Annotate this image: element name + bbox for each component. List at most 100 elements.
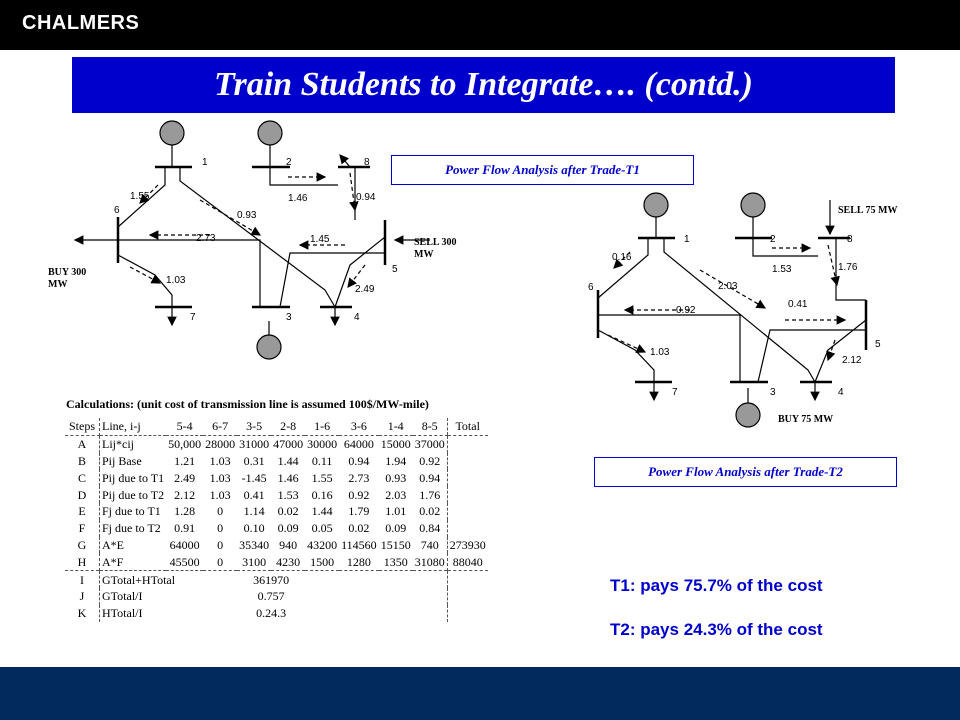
empty-cell (339, 570, 448, 588)
value-cell: 2.49 (174, 470, 196, 485)
bus-label: 5 (875, 339, 881, 350)
column-header: 1-6 (305, 418, 340, 436)
value-cell: 0 (217, 521, 224, 536)
value-cell: 0 (217, 554, 224, 569)
caption-trade-t1: Power Flow Analysis after Trade-T1 (391, 155, 694, 185)
bus-label: 3 (770, 387, 776, 398)
column-header: 1-4 (378, 418, 413, 436)
flow-value: 1.45 (310, 234, 330, 245)
value-cell: -1.45 (241, 470, 267, 485)
value-cell: 1500 (310, 554, 335, 569)
header-bar: CHALMERS (0, 0, 960, 50)
flow-value: 1.55 (130, 191, 150, 202)
bus-label: 6 (588, 282, 594, 293)
sell-label: SELL 300 (414, 237, 457, 248)
value-cell: 0.94 (348, 453, 370, 468)
value-cell: 35340 (239, 537, 270, 552)
generator-1-icon (643, 192, 669, 218)
value-cell: 1.03 (209, 470, 231, 485)
value-cell: 2.12 (174, 487, 196, 502)
column-header: 3-5 (237, 418, 272, 436)
slide-title-box: Train Students to Integrate…. (contd.) (72, 57, 895, 113)
value-cell: 2.03 (385, 487, 407, 502)
buy-label: BUY 75 MW (778, 414, 833, 425)
bus-label: 2 (286, 157, 292, 168)
summary-value-cell: 361970 (203, 570, 340, 588)
value-cell: 1.03 (209, 487, 231, 502)
flow-value: 2.03 (718, 281, 738, 292)
bus-label: 4 (838, 387, 844, 398)
value-cell: 0 (217, 504, 224, 519)
column-header: 3-6 (339, 418, 379, 436)
generator-3-icon (256, 334, 282, 360)
column-header: 2-8 (271, 418, 306, 436)
generator-2-icon (740, 192, 766, 218)
value-cell: 0.09 (385, 521, 407, 536)
chalmers-logo: CHALMERS (22, 12, 140, 34)
step-cell: B (65, 452, 100, 470)
flow-value: 1.53 (772, 264, 792, 275)
value-cell: 1.79 (348, 504, 370, 519)
total-cell: 273930 (446, 536, 488, 554)
flow-value: 0.94 (356, 192, 376, 203)
bus-label: 8 (847, 234, 853, 245)
total-cell (446, 604, 488, 622)
line-label-cell: Fj due to T1 (102, 504, 161, 519)
total-cell (446, 435, 488, 453)
sell-label: SELL 75 MW (838, 205, 897, 216)
value-cell: 30000 (307, 437, 338, 452)
flow-value: 1.03 (166, 275, 186, 286)
flow-value: 2.73 (196, 233, 216, 244)
generator-2-icon (257, 120, 283, 146)
value-cell: 43200 (307, 537, 338, 552)
bus-label: 4 (354, 312, 360, 323)
result-t2: T2: pays 24.3% of the cost (610, 620, 823, 639)
line-label-cell: GTotal/I (102, 589, 143, 604)
value-cell: 15000 (380, 437, 411, 452)
flow-value: 2.12 (842, 355, 862, 366)
column-header: 5-4 (166, 418, 204, 436)
calculations-title: Calculations: (unit cost of transmission… (66, 397, 429, 411)
value-cell: 740 (420, 537, 439, 552)
sell-label: MW (414, 249, 433, 260)
value-cell: 1350 (383, 554, 408, 569)
column-header: Steps (65, 418, 100, 436)
value-cell: 31000 (239, 437, 270, 452)
value-cell: 37000 (414, 437, 445, 452)
total-cell (446, 570, 488, 588)
value-cell: 0.94 (419, 470, 441, 485)
bus-label: 1 (202, 157, 208, 168)
value-cell: 1.76 (419, 487, 441, 502)
step-cell: A (65, 435, 100, 453)
step-cell: C (65, 469, 100, 487)
buy-label: BUY 300 (48, 267, 86, 278)
value-cell: 0.92 (348, 487, 370, 502)
value-cell: 31080 (414, 554, 445, 569)
power-flow-diagram-t2: 1 2 8 6 5 7 3 4 0.16 2.03 1.53 1.76 0.92… (588, 192, 897, 428)
value-cell: 0.09 (277, 521, 299, 536)
value-cell: 1.03 (209, 453, 231, 468)
summary-value-cell: 0.24.3 (256, 606, 287, 621)
generator-1-icon (159, 120, 185, 146)
total-cell (446, 587, 488, 605)
step-cell: E (65, 502, 100, 520)
result-t1: T1: pays 75.7% of the cost (610, 576, 823, 595)
line-label-cell: Fj due to T2 (102, 521, 161, 536)
bus-label: 6 (114, 205, 120, 216)
value-cell: 114560 (341, 537, 377, 552)
total-cell (446, 486, 488, 503)
value-cell: 1.14 (243, 504, 265, 519)
value-cell: 1.21 (174, 453, 196, 468)
step-cell: F (65, 519, 100, 537)
generator-3-icon (735, 402, 761, 428)
bus-label: 5 (392, 264, 398, 275)
